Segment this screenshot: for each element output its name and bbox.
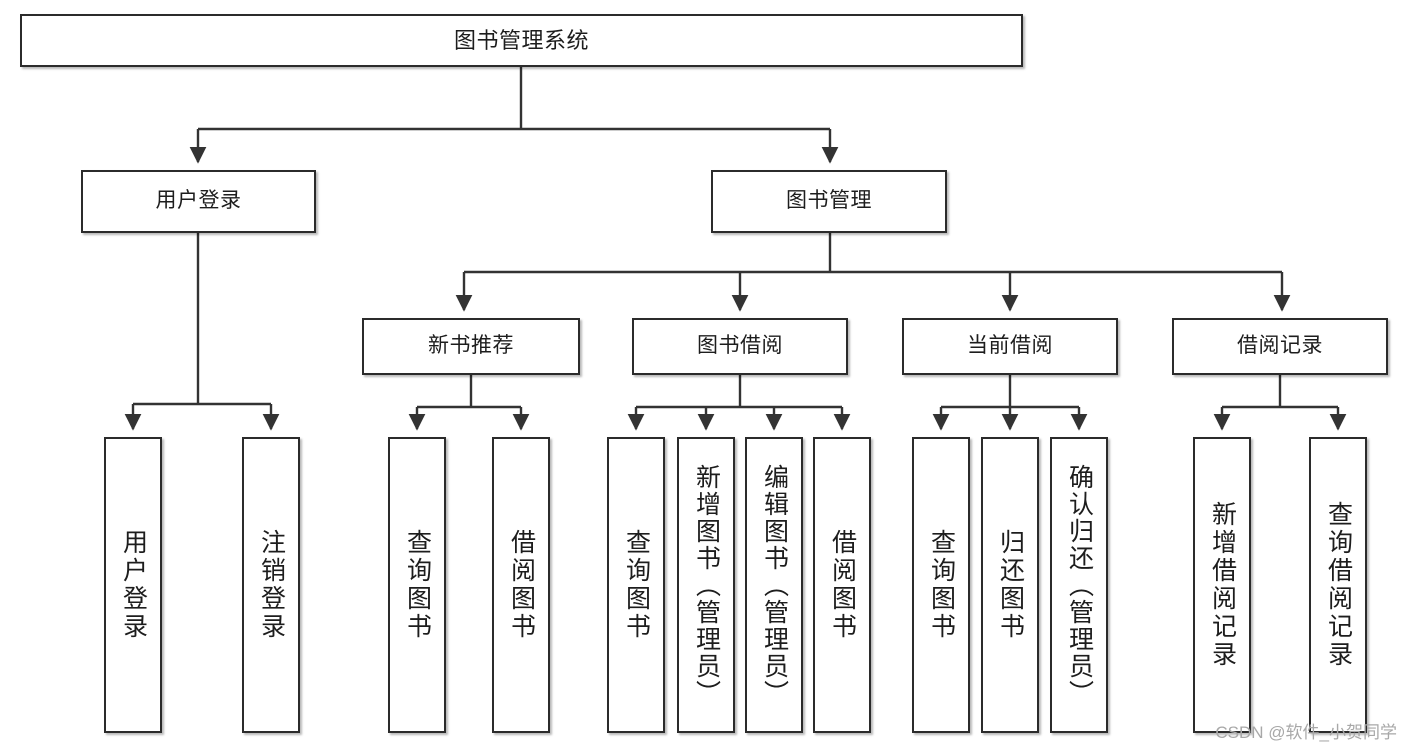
leaf-book-borrow-edit-book-admin[interactable]: 编辑图书（管理员） (745, 437, 803, 733)
node-label: 查询图书 (927, 529, 956, 641)
node-label: 借阅图书 (828, 529, 857, 641)
node-label: 归还图书 (996, 529, 1025, 641)
node-label: 注销登录 (257, 529, 286, 641)
node-label: 借阅记录 (1237, 334, 1323, 358)
leaf-book-borrow-borrow-book[interactable]: 借阅图书 (813, 437, 871, 733)
leaf-current-borrow-query-book[interactable]: 查询图书 (912, 437, 970, 733)
node-label: 确认归还（管理员） (1065, 463, 1094, 707)
node-label: 查询图书 (403, 529, 432, 641)
watermark-text: CSDN @软件_小贺同学 (1215, 723, 1397, 742)
node-label: 图书管理 (786, 189, 872, 213)
node-label: 用户登录 (155, 189, 242, 213)
node-label: 编辑图书（管理员） (760, 463, 789, 707)
node-label: 新增图书（管理员） (692, 463, 721, 707)
leaf-borrow-record-query-record[interactable]: 查询借阅记录 (1309, 437, 1367, 733)
leaf-current-borrow-confirm-return-admin[interactable]: 确认归还（管理员） (1050, 437, 1108, 733)
node-root-book-management-system[interactable]: 图书管理系统 (20, 14, 1023, 67)
node-label: 用户登录 (119, 529, 148, 641)
node-label: 查询借阅记录 (1324, 501, 1353, 669)
node-book-borrow[interactable]: 图书借阅 (632, 318, 848, 375)
leaf-book-borrow-query-book[interactable]: 查询图书 (607, 437, 665, 733)
leaf-book-borrow-add-book-admin[interactable]: 新增图书（管理员） (677, 437, 735, 733)
node-book-management[interactable]: 图书管理 (711, 170, 947, 233)
node-new-book-recommend[interactable]: 新书推荐 (362, 318, 580, 375)
node-label: 查询图书 (622, 529, 651, 641)
node-label: 借阅图书 (507, 529, 536, 641)
leaf-new-book-borrow-book[interactable]: 借阅图书 (492, 437, 550, 733)
leaf-borrow-record-add-record[interactable]: 新增借阅记录 (1193, 437, 1251, 733)
node-label: 图书管理系统 (453, 27, 589, 53)
node-label: 图书借阅 (697, 334, 783, 358)
leaf-user-login-signout[interactable]: 注销登录 (242, 437, 300, 733)
node-label: 当前借阅 (967, 334, 1053, 358)
node-borrow-record[interactable]: 借阅记录 (1172, 318, 1388, 375)
node-current-borrow[interactable]: 当前借阅 (902, 318, 1118, 375)
node-user-login[interactable]: 用户登录 (81, 170, 316, 233)
leaf-user-login-signin[interactable]: 用户登录 (104, 437, 162, 733)
node-label: 新书推荐 (428, 334, 514, 358)
leaf-new-book-query-book[interactable]: 查询图书 (388, 437, 446, 733)
leaf-current-borrow-return-book[interactable]: 归还图书 (981, 437, 1039, 733)
node-label: 新增借阅记录 (1208, 501, 1237, 669)
